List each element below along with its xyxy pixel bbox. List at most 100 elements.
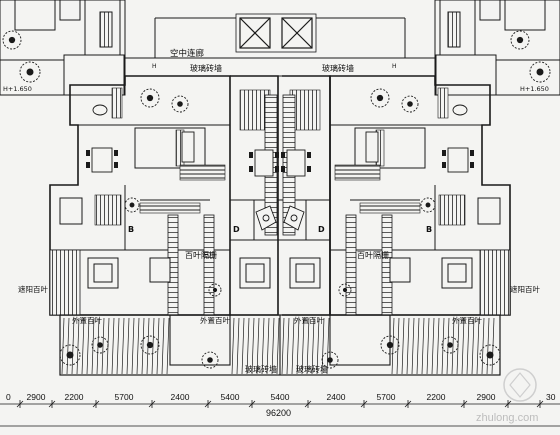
plant-icon — [140, 335, 160, 355]
dimension-segment-label: 2900 — [477, 392, 496, 402]
plant-center-icon — [146, 94, 154, 102]
plant-icon — [380, 335, 400, 355]
dimension-slash — [204, 400, 212, 408]
left-balcony-louver — [49, 249, 81, 316]
dimension-slash — [148, 400, 156, 408]
louver-right-label: 百叶隔栅 — [357, 250, 389, 260]
plant-icon — [441, 336, 459, 354]
dimension-segment-label: 2400 — [171, 392, 190, 402]
dimension-segment-label: 2200 — [427, 392, 446, 402]
glass-wall-bottom-label: 玻璃砖墙 — [245, 364, 277, 374]
plant-icon — [370, 88, 390, 108]
plant-icon — [19, 61, 41, 83]
plant-icon — [479, 344, 501, 366]
top-right-partial-unit — [434, 0, 560, 96]
dimension-slash — [504, 400, 512, 408]
plant-center-icon — [376, 94, 384, 102]
dimension-slash — [360, 400, 368, 408]
h-mark-right: H — [392, 63, 397, 70]
dimension-segment-label: 2400 — [327, 392, 346, 402]
plant-center-icon — [447, 342, 453, 348]
screen-4-label: 外置百叶 — [452, 315, 482, 325]
dimension-segment-label: 2200 — [65, 392, 84, 402]
watermark-text: zhulong.com — [476, 412, 538, 424]
plant-icon — [420, 197, 436, 213]
plant-center-icon — [327, 357, 333, 363]
plant-center-icon — [536, 68, 544, 76]
bathroom-fixtures — [92, 104, 468, 231]
dimension-slash — [92, 400, 100, 408]
plant-icon — [140, 88, 160, 108]
plant-center-icon — [66, 351, 74, 359]
plant-center-icon — [342, 287, 348, 293]
h-mark-left: H — [152, 63, 157, 70]
dimension-line — [0, 400, 560, 427]
living-furniture — [59, 197, 501, 289]
plant-center-icon — [177, 101, 183, 107]
glass-wall-top-right-label: 玻璃砖墙 — [322, 63, 354, 73]
terrace-inner-walls — [169, 314, 391, 375]
watermark: zhulong.com — [476, 368, 538, 424]
dining-furniture — [91, 131, 469, 177]
section-mark-d-left: D — [233, 225, 240, 234]
plant-icon — [59, 344, 81, 366]
plant-icon — [510, 30, 530, 50]
glass-wall-top-left-label: 玻璃砖墙 — [190, 63, 222, 73]
plant-icon — [201, 351, 219, 369]
plant-center-icon — [129, 202, 135, 208]
dimension-segment-label: 5400 — [271, 392, 290, 402]
dimension-edge-left: 0 — [6, 392, 11, 402]
section-mark-b-right: B — [426, 225, 432, 234]
dimension-slash — [16, 400, 24, 408]
dimension-segment-label: 5700 — [115, 392, 134, 402]
dimension-edge-right: 30 — [546, 392, 556, 402]
plant-center-icon — [407, 101, 413, 107]
dimension-segment-label: 5700 — [377, 392, 396, 402]
plant-center-icon — [425, 202, 431, 208]
dimension-segment-label: 5400 — [221, 392, 240, 402]
plant-icon — [124, 197, 140, 213]
elevation-left-label: H+1.650 — [3, 85, 32, 93]
dimension-slash — [404, 400, 412, 408]
plant-icon — [208, 283, 222, 297]
right-balcony-louver — [479, 249, 511, 316]
plant-icon — [2, 30, 22, 50]
section-mark-b-left: B — [128, 225, 134, 234]
plant-center-icon — [207, 357, 213, 363]
glass-wall-bottom-right-label: 玻璃砖墙 — [296, 364, 328, 374]
plant-center-icon — [486, 351, 494, 359]
plant-center-icon — [8, 36, 16, 44]
elevation-right-label: H+1.650 — [520, 85, 549, 93]
sky-corridor-label: 空中连廊 — [170, 48, 205, 59]
plant-icon — [401, 95, 419, 113]
dimension-slash — [304, 400, 312, 408]
dimension-slash — [48, 400, 56, 408]
sunshade-right-label: 遮阳百叶 — [510, 284, 540, 294]
elevator-core — [235, 13, 317, 53]
plant-icon — [338, 283, 352, 297]
plant-icon — [91, 336, 109, 354]
screen-2-label: 外置百叶 — [200, 315, 230, 325]
dimension-total: 96200 — [266, 408, 291, 418]
plant-icon — [171, 95, 189, 113]
plant-icon — [529, 61, 551, 83]
screen-3-label: 外置百叶 — [294, 315, 324, 325]
plant-icon — [321, 351, 339, 369]
chairs — [86, 150, 474, 172]
top-left-partial-unit — [0, 0, 126, 96]
screen-1-label: 外置百叶 — [72, 315, 102, 325]
stairs — [167, 94, 393, 316]
plant-center-icon — [26, 68, 34, 76]
dimension-segment-label: 2900 — [27, 392, 46, 402]
section-mark-d-right: D — [318, 225, 325, 234]
dimension-slash — [536, 400, 544, 408]
plant-center-icon — [97, 342, 103, 348]
plant-center-icon — [516, 36, 524, 44]
sunshade-left-label: 遮阳百叶 — [18, 284, 48, 294]
plant-center-icon — [146, 341, 154, 349]
dimension-slash — [460, 400, 468, 408]
structural-wall-hatches — [94, 87, 466, 226]
dimension-slash — [248, 400, 256, 408]
plant-center-icon — [212, 287, 218, 293]
